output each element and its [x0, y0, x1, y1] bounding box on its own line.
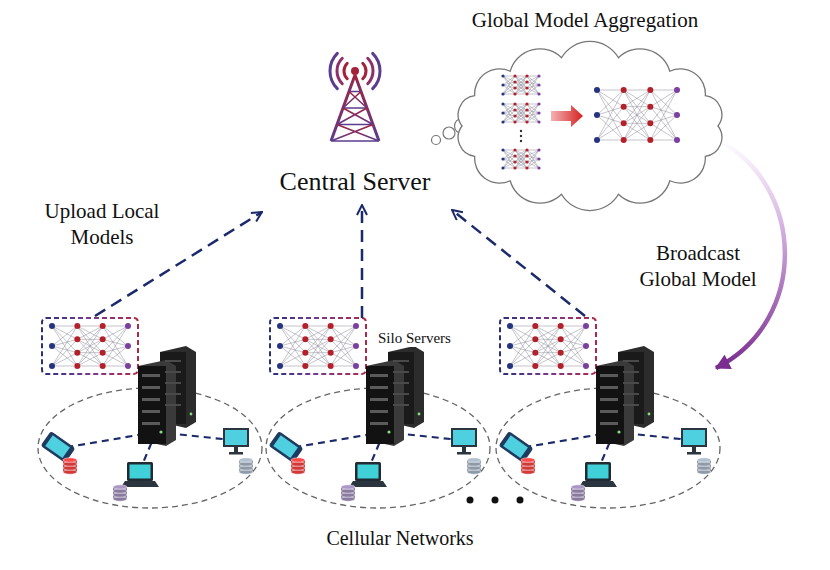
silo-server [596, 346, 654, 446]
database-icon [239, 458, 253, 474]
cell-group [38, 318, 262, 508]
silo-group: Silo Servers [268, 318, 483, 380]
ellipsis-dot [467, 497, 474, 504]
monitor-icon [681, 428, 707, 455]
database-icon [521, 458, 535, 474]
laptop-icon [579, 462, 617, 487]
upload-label: Upload Local Models [32, 198, 172, 251]
aggregation-cloud: Global Model Aggregation [425, 8, 745, 203]
database-icon [467, 458, 481, 474]
neural-net [594, 87, 680, 143]
laptop-icon [121, 462, 159, 487]
cell-group [496, 318, 720, 508]
database-icon [341, 485, 355, 501]
database-icon [63, 458, 77, 474]
cell-group [266, 318, 490, 508]
neural-net [501, 74, 540, 95]
silo-server [138, 346, 196, 446]
network-label: Cellular Networks [290, 526, 510, 551]
monitor-icon [451, 428, 477, 455]
neural-net [501, 102, 540, 123]
database-icon [291, 458, 305, 474]
ellipsis-dot [492, 497, 499, 504]
upload-arrow [452, 210, 585, 316]
neural-net [42, 318, 138, 374]
thought-bubble [432, 136, 441, 145]
database-icon [113, 485, 127, 501]
database-icon [571, 485, 585, 501]
thought-bubble [443, 127, 455, 139]
silo-server [366, 346, 424, 446]
silo-label: Silo Servers [378, 330, 451, 347]
neural-net [501, 148, 540, 169]
neural-net [270, 318, 366, 374]
cloud-heading: Global Model Aggregation [472, 8, 698, 32]
database-icon [697, 458, 711, 474]
server-tower: Central Server [250, 45, 460, 205]
upload-arrow [361, 205, 364, 318]
broadcast-label: Broadcast Global Model [628, 240, 768, 293]
server-label: Central Server [280, 167, 431, 197]
neural-net [500, 318, 596, 374]
laptop-icon [349, 462, 387, 487]
monitor-icon [223, 428, 249, 455]
cloud-shape [425, 8, 745, 203]
ellipsis-dot [517, 497, 524, 504]
